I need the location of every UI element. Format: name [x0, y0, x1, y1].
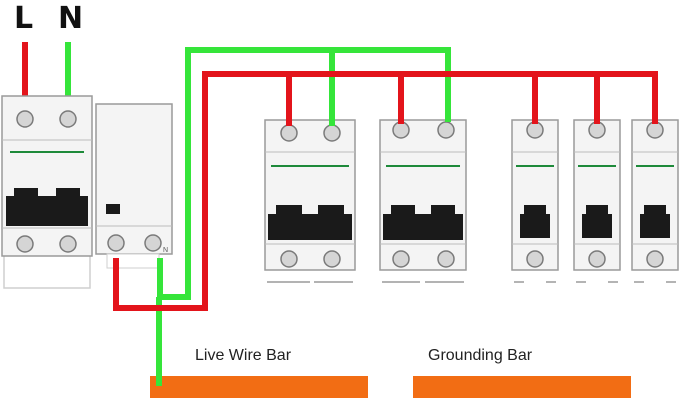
screw-icon: [16, 110, 34, 128]
screw-icon: [144, 234, 162, 252]
grounding-bar-label: Grounding Bar: [428, 347, 533, 364]
rcd-module: N: [95, 103, 173, 269]
toggle-handle-icon: [640, 205, 670, 238]
live-distribution-wire: [113, 71, 658, 311]
breaker-2pole-a: [264, 119, 356, 283]
grounding-bar: [413, 376, 631, 398]
breaker-1pole-c: [631, 119, 679, 283]
screw-icon: [588, 121, 606, 139]
screw-icon: [16, 235, 34, 253]
screw-icon: [280, 124, 298, 142]
live-wire-bar: [150, 376, 368, 398]
screw-icon: [392, 121, 410, 139]
test-button-icon: [106, 204, 120, 214]
toggle-handle-icon: [383, 205, 463, 240]
screw-icon: [646, 121, 664, 139]
screw-icon: [392, 250, 410, 268]
screw-icon: [588, 250, 606, 268]
screw-icon: [526, 121, 544, 139]
screw-icon: [107, 234, 125, 252]
screw-icon: [323, 250, 341, 268]
screw-icon: [526, 250, 544, 268]
screw-icon: [280, 250, 298, 268]
screw-icon: [437, 121, 455, 139]
live-wire-bar-label: Live Wire Bar: [195, 347, 292, 364]
neutral-distribution-wire: [157, 47, 451, 300]
breaker-2pole-b: [379, 119, 467, 283]
breaker-1pole-b: [573, 119, 621, 283]
screw-icon: [59, 235, 77, 253]
toggle-handle-icon: [582, 205, 612, 238]
screw-icon: [646, 250, 664, 268]
neutral-terminal-label: N: [58, 1, 83, 36]
screw-icon: [323, 124, 341, 142]
screw-icon: [59, 110, 77, 128]
live-terminal-label: L: [14, 1, 33, 36]
main-breaker-2pole: [1, 95, 93, 289]
toggle-handle-icon: [268, 205, 352, 240]
svg-text:N: N: [163, 247, 168, 254]
screw-icon: [437, 250, 455, 268]
toggle-handle-icon: [520, 205, 550, 238]
breaker-1pole-a: [511, 119, 559, 283]
toggle-handle-icon: [6, 188, 88, 226]
